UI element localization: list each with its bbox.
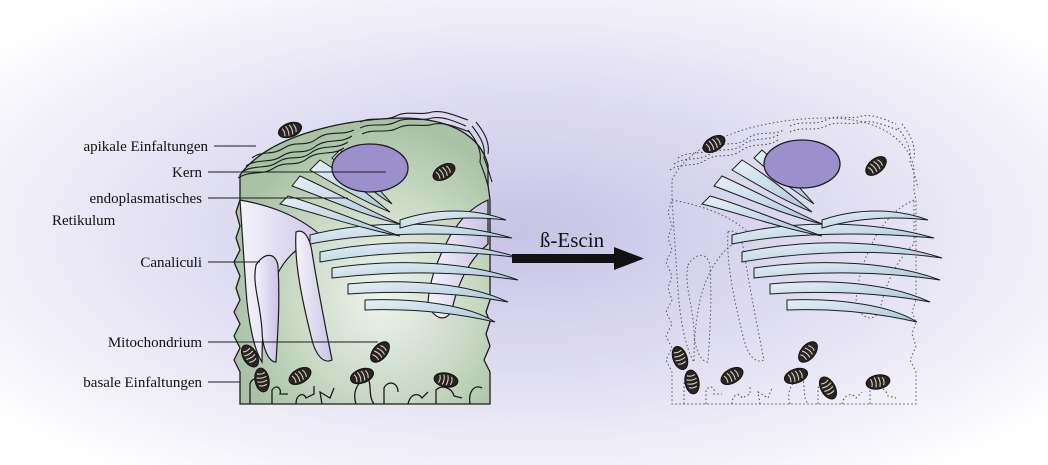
label-canaliculi: Canaliculi [140,255,202,271]
arrow-label: ß-Escin [540,228,605,252]
label-er-line2: Retikulum [52,213,116,229]
label-basal-folds: basale Einfaltungen [83,375,202,391]
label-apical-folds: apikale Einfaltungen [83,139,208,155]
nucleus-after [764,140,840,188]
label-er-line1: endoplasmatisches [90,191,203,207]
cell-before [234,112,520,404]
nucleus-before [332,144,408,192]
label-mitochondrion: Mitochondrium [108,335,202,351]
label-nucleus: Kern [172,165,202,181]
